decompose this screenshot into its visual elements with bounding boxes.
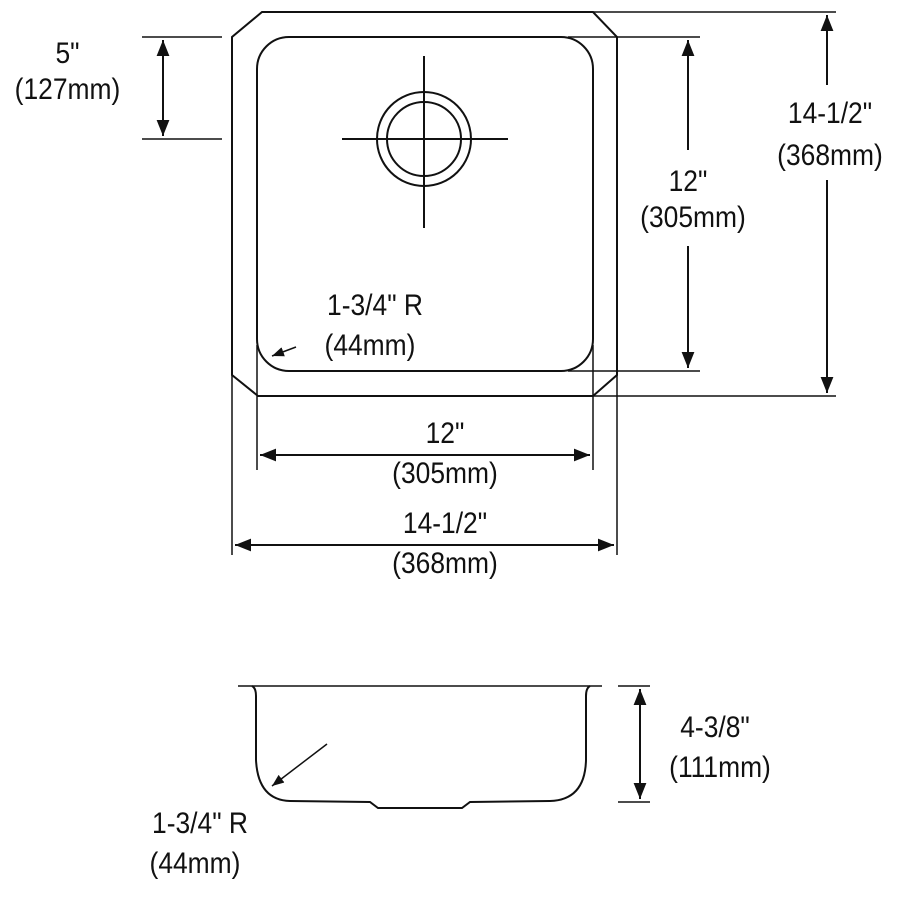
- bowl-length-in: 12": [668, 165, 708, 198]
- drain-offset-mm: (127mm): [14, 73, 121, 106]
- overall-width-in: 14-1/2": [402, 507, 488, 540]
- bowl-width-mm: (305mm): [392, 457, 498, 490]
- overall-width-mm: (368mm): [392, 547, 498, 580]
- bowl-width-in: 12": [425, 417, 465, 450]
- bowl-length-mm: (305mm): [640, 201, 746, 234]
- overall-depth-mm: (368mm): [777, 139, 883, 172]
- bowl-outline: [256, 36, 594, 372]
- overall-depth-in: 14-1/2": [787, 97, 873, 130]
- corner-radius-mm: (44mm): [324, 329, 416, 362]
- side-depth-in: 4-3/8": [680, 711, 750, 744]
- side-radius-mm: (44mm): [149, 847, 241, 880]
- side-view-bowl: [251, 685, 591, 809]
- side-depth-mm: (111mm): [669, 751, 771, 784]
- side-radius-in: 1-3/4" R: [152, 807, 248, 840]
- corner-radius-in: 1-3/4" R: [327, 289, 423, 322]
- drain-offset-in: 5": [55, 37, 80, 70]
